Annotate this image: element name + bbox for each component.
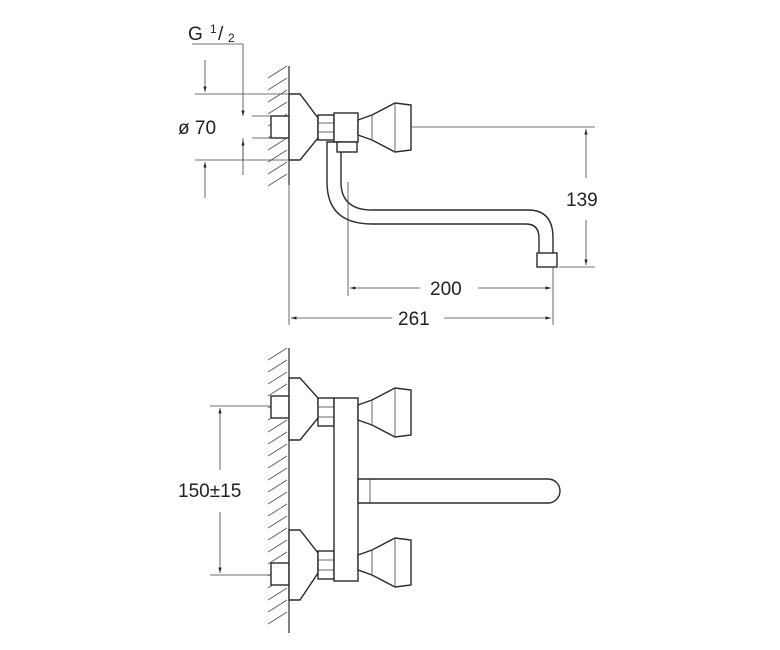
dim-overall: 261 <box>398 309 430 330</box>
dim-diameter: ø 70 <box>178 118 216 139</box>
upper-handle <box>357 387 412 438</box>
side-view: G 1 / 2 ø 70 139 200 261 <box>178 22 598 330</box>
lower-hex-connector <box>317 550 335 580</box>
upper-wall-nut <box>270 395 290 419</box>
lower-handle <box>357 537 412 588</box>
dim-spacing: 150±15 <box>178 481 241 502</box>
lower-wall-nut <box>270 562 290 586</box>
dim-reach: 200 <box>430 279 462 300</box>
dim-height: 139 <box>566 190 598 211</box>
wall-nut <box>270 115 290 139</box>
upper-hex-connector <box>317 397 335 427</box>
mixer-body <box>333 397 359 582</box>
spout-connector <box>336 141 358 153</box>
spout <box>326 141 554 255</box>
plan-view: 150±15 <box>178 347 561 633</box>
escutcheon <box>288 93 319 161</box>
thread-sub: 2 <box>228 31 235 45</box>
valve-body <box>333 112 359 143</box>
thread-main: G <box>188 24 203 45</box>
plan-spout <box>357 478 561 504</box>
thread-sup: 1 <box>210 22 217 36</box>
svg-text:/: / <box>218 24 224 45</box>
lower-escutcheon <box>288 529 319 601</box>
aerator <box>536 252 558 268</box>
hex-connector <box>317 114 335 141</box>
upper-escutcheon <box>288 377 319 441</box>
thread-label: G 1 / 2 <box>188 22 235 45</box>
handle <box>357 102 412 153</box>
